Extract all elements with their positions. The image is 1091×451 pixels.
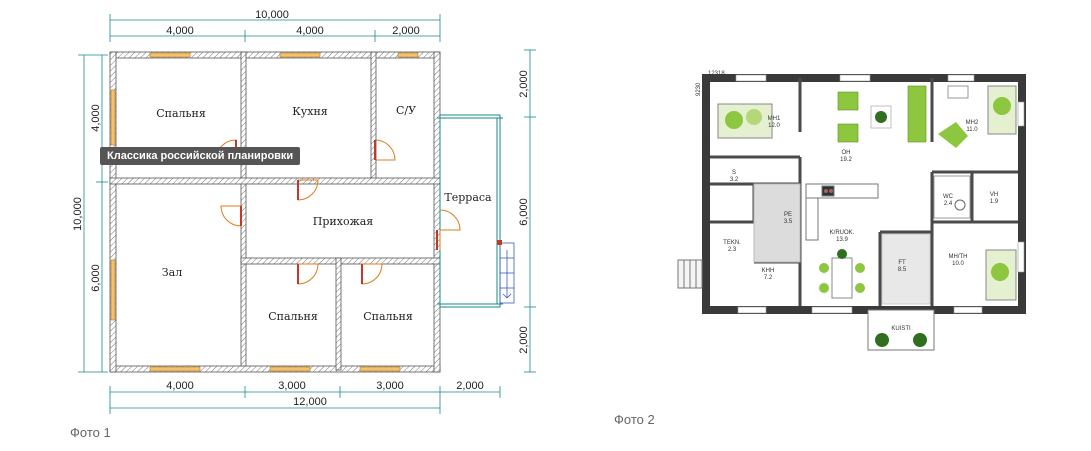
tooltip: Классика российской планировки xyxy=(100,147,301,165)
walls xyxy=(109,51,441,373)
dim-right-3: 2,000 xyxy=(518,326,530,354)
dim-top-2: 4,000 xyxy=(296,25,324,37)
room-label-kitchen: Кухня xyxy=(292,105,328,118)
kitchen-counter xyxy=(805,183,879,241)
room-tekn-name: TEKN. xyxy=(723,240,741,246)
caption-photo-2: Фото 2 xyxy=(614,412,655,427)
room-label-living: Зал xyxy=(162,266,182,279)
dim-top-1: 4,000 xyxy=(166,25,194,37)
dining-set xyxy=(819,249,865,299)
room-vh-name: VH xyxy=(990,192,998,198)
room-wc-name: WC xyxy=(943,194,954,200)
room-kuisti-name: KUISTI xyxy=(891,326,911,332)
room-mh2-area: 11.0 xyxy=(966,127,978,133)
dim-left-1: 4,000 xyxy=(90,104,102,132)
room-pe-name: PE xyxy=(784,212,792,218)
doors xyxy=(215,139,461,285)
room-oh-name: OH xyxy=(842,150,851,156)
room-label-hall: Прихожая xyxy=(313,215,373,228)
dim-height-label: 9230 xyxy=(696,82,702,96)
room-label-terrace: Терраса xyxy=(444,191,492,204)
room-s-area: 3.2 xyxy=(730,177,739,183)
room-tekn-area: 2.3 xyxy=(728,247,737,253)
room-labels: MH1 12.0 OH 19.2 MH2 11.0 S 3.2 WC 2.4 V… xyxy=(723,116,999,332)
living-furniture xyxy=(837,85,927,143)
dim-bottom-2: 3,000 xyxy=(278,380,306,392)
bed-mh2 xyxy=(938,85,1017,148)
bed-mhth xyxy=(985,249,1017,301)
dim-top-3: 2,000 xyxy=(392,25,420,37)
dim-bottom-3: 3,000 xyxy=(376,380,404,392)
side-stairs xyxy=(677,259,703,289)
dim-bottom-total: 12,000 xyxy=(293,396,327,408)
room-wc-area: 2.4 xyxy=(944,201,953,207)
dim-bottom-4: 2,000 xyxy=(456,380,484,392)
dim-bottom-1: 4,000 xyxy=(166,380,194,392)
porch xyxy=(867,309,935,351)
room-mh1-name: MH1 xyxy=(768,116,781,122)
room-pe-area: 3.5 xyxy=(784,219,793,225)
caption-photo-1: Фото 1 xyxy=(70,425,111,440)
sauna-floor xyxy=(753,183,801,263)
toilet xyxy=(954,199,966,211)
room-label-bedroom-b2: Спальня xyxy=(363,310,413,323)
dimension-lines xyxy=(78,14,536,414)
room-mhth-name: MH/TH xyxy=(949,254,968,260)
terrace xyxy=(437,114,503,308)
wc-box xyxy=(933,175,971,219)
dim-top-total: 10,000 xyxy=(255,9,289,21)
dim-right-1: 2,000 xyxy=(518,70,530,98)
room-oh-area: 19.2 xyxy=(840,157,852,163)
terrace-stairs xyxy=(499,242,515,304)
room-khh-area: 7.2 xyxy=(764,275,773,281)
room-khh-name: KHH xyxy=(762,268,775,274)
room-kruok-area: 13.9 xyxy=(836,237,848,243)
windows xyxy=(110,52,419,372)
room-ft-name: FT xyxy=(898,260,906,266)
dim-right-2: 6,000 xyxy=(518,198,530,226)
room-label-bedroom-tl: Спальня xyxy=(156,107,206,120)
room-s-name: S xyxy=(732,170,736,176)
room-vh-area: 1.9 xyxy=(990,199,999,205)
room-kruok-name: K/RUOK. xyxy=(830,230,855,236)
room-ft-area: 8.5 xyxy=(898,267,907,273)
bed-mh1 xyxy=(717,103,773,139)
ft-floor xyxy=(881,233,931,305)
dim-left-total: 10,000 xyxy=(72,197,84,231)
room-label-bathroom: С/У xyxy=(396,104,416,117)
room-mh2-name: MH2 xyxy=(966,120,979,126)
room-mh1-area: 12.0 xyxy=(768,123,780,129)
room-label-bedroom-b1: Спальня xyxy=(268,310,318,323)
floor-plan-2: 12318 9230 xyxy=(677,71,1026,351)
floor-plan-1: 10,000 4,000 4,000 2,000 4,000 3,000 3,0… xyxy=(72,9,536,414)
dim-left-2: 6,000 xyxy=(90,264,102,292)
terrace-post xyxy=(497,240,502,245)
windows-plan2 xyxy=(735,74,1025,314)
room-mhth-area: 10.0 xyxy=(952,261,964,267)
